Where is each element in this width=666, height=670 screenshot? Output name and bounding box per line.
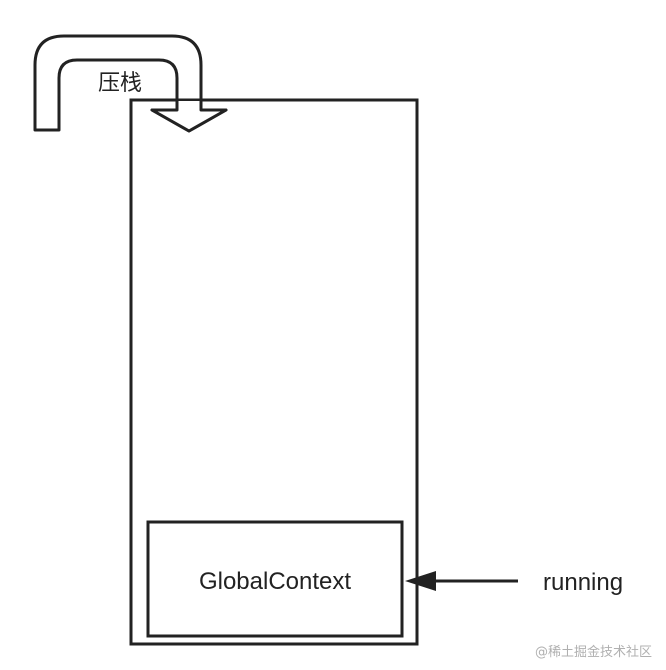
watermark: @稀土掘金技术社区 [534, 645, 652, 660]
running-label: running [543, 569, 623, 596]
call-stack-box [129, 98, 419, 646]
global-context-frame [146, 520, 404, 638]
push-label: 压栈 [98, 70, 142, 95]
global-context-label: GlobalContext [199, 568, 351, 595]
running-arrow-head-icon [405, 571, 436, 591]
push-arrow-head [150, 101, 228, 133]
